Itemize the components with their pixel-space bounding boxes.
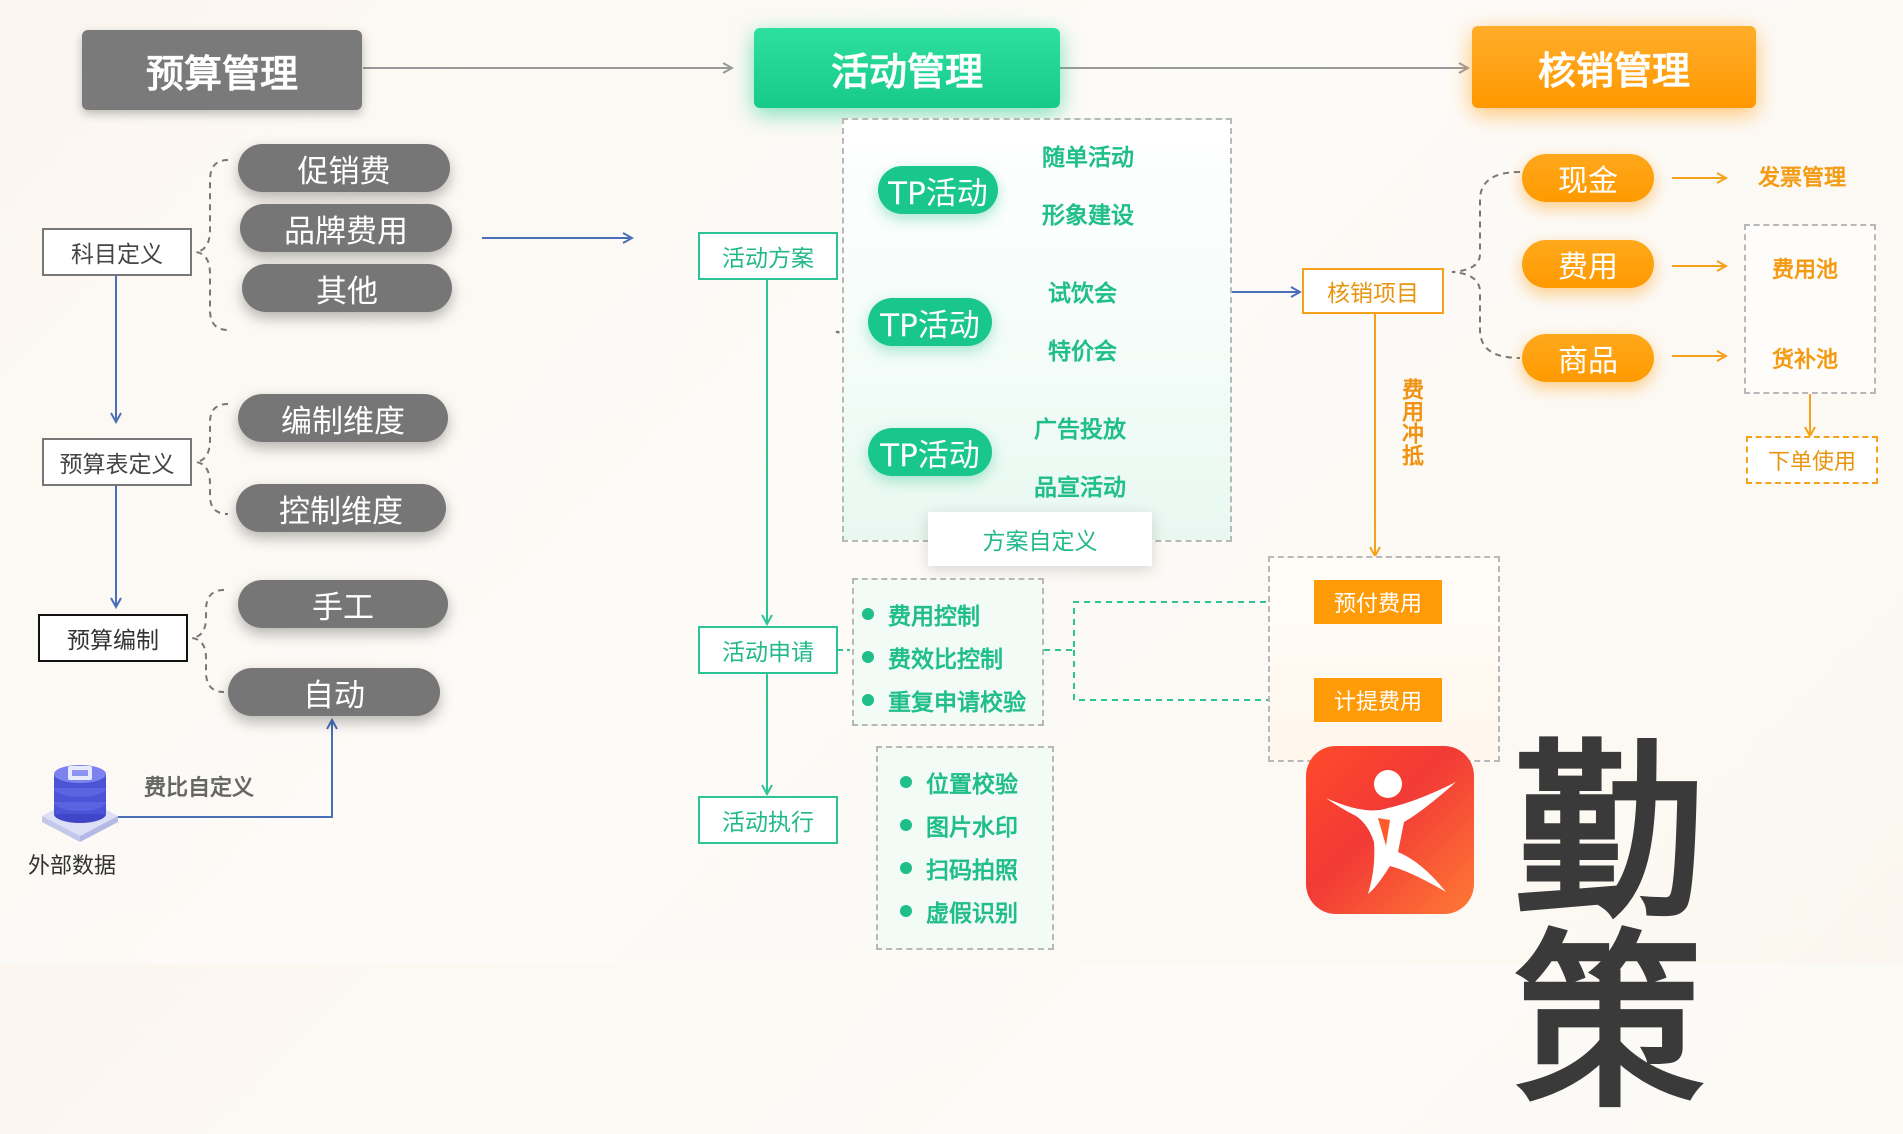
tp-item-order-activity: 随单活动 (1042, 145, 1134, 171)
activity-execute-box: 活动执行 (698, 796, 838, 844)
plan-custom-label: 方案自定义 (982, 529, 1098, 555)
activity-apply-box: 活动申请 (698, 626, 838, 674)
compile-item-label: 手工 (312, 589, 374, 626)
budget-compile-label: 预算编制 (67, 628, 159, 654)
budget-compile-box: 预算编制 (38, 614, 188, 662)
subject-item-label: 促销费 (297, 153, 391, 190)
writeoff-type-goods: 商品 (1522, 334, 1654, 382)
table-item-compile-dimension: 编制维度 (238, 394, 448, 442)
tp-activity-label: TP活动 (880, 307, 980, 344)
activity-plan-label: 活动方案 (722, 246, 814, 272)
bullet-dot-icon (900, 905, 912, 917)
table-item-label: 编制维度 (281, 403, 405, 440)
apply-checks-panel: 费用控制 费效比控制 重复申请校验 (852, 578, 1044, 726)
execute-check-label: 位置校验 (926, 772, 1018, 798)
activity-plan-box: 活动方案 (698, 232, 838, 280)
expense-pool-label: 费用池 (1772, 258, 1839, 283)
brand-name: 勤策 (1514, 721, 1715, 1134)
apply-check-label: 费效比控制 (888, 647, 1003, 673)
header-budget: 预算管理 (82, 30, 362, 110)
plan-custom-button[interactable]: 方案自定义 (928, 512, 1152, 566)
bullet-dot-icon (862, 694, 874, 706)
tp-item-brand-promo: 品宣活动 (1034, 475, 1126, 501)
execute-check-label: 图片水印 (926, 815, 1018, 841)
accrued-expense-label: 计提费用 (1333, 690, 1422, 715)
bullet-dot-icon (900, 862, 912, 874)
compile-item-auto: 自动 (228, 668, 440, 716)
writeoff-project-label: 核销项目 (1327, 281, 1419, 307)
apply-check-item: 费效比控制 (862, 639, 1042, 675)
tp-activity-pill-1: TP活动 (878, 166, 998, 214)
writeoff-type-cash: 现金 (1522, 154, 1654, 202)
bullet-dot-icon (862, 651, 874, 663)
tp-activity-pill-2: TP活动 (868, 298, 992, 346)
budget-table-definition-box: 预算表定义 (42, 438, 192, 486)
accrued-expense-tag: 计提费用 (1314, 678, 1442, 722)
subject-item-other: 其他 (242, 264, 452, 312)
database-icon (38, 752, 122, 844)
execute-checks-panel: 位置校验 图片水印 扫码拍照 虚假识别 (876, 746, 1054, 950)
compile-item-manual: 手工 (238, 580, 448, 628)
tp-activity-label: TP活动 (880, 437, 980, 474)
writeoff-project-box: 核销项目 (1302, 268, 1444, 314)
writeoff-type-label: 费用 (1558, 250, 1618, 285)
execute-check-item: 位置校验 (900, 764, 1052, 800)
apply-check-label: 费用控制 (888, 604, 980, 630)
pool-panel (1744, 224, 1876, 394)
subject-item-label: 其他 (316, 273, 378, 310)
header-activity: 活动管理 (754, 28, 1060, 108)
goods-pool-label: 货补池 (1772, 348, 1839, 373)
apply-check-item: 费用控制 (862, 596, 1042, 632)
prepaid-expense-label: 预付费用 (1333, 592, 1422, 617)
tp-item-ad-placement: 广告投放 (1034, 417, 1126, 443)
execute-check-item: 图片水印 (900, 807, 1052, 843)
offset-label: 费用冲抵 (1398, 378, 1423, 466)
table-item-label: 控制维度 (279, 493, 403, 530)
subject-item-brand: 品牌费用 (240, 204, 452, 252)
execute-check-item: 扫码拍照 (900, 850, 1052, 886)
table-item-control-dimension: 控制维度 (236, 484, 446, 532)
invoice-management-label: 发票管理 (1758, 166, 1847, 191)
activity-apply-label: 活动申请 (722, 640, 814, 666)
tp-activity-pill-3: TP活动 (868, 428, 992, 476)
header-budget-label: 预算管理 (145, 51, 298, 96)
writeoff-type-expense: 费用 (1522, 240, 1654, 288)
execute-check-item: 虚假识别 (900, 893, 1052, 929)
subject-item-promo: 促销费 (238, 144, 450, 192)
header-writeoff: 核销管理 (1472, 26, 1756, 108)
order-use-box: 下单使用 (1746, 436, 1878, 484)
prepaid-expense-tag: 预付费用 (1314, 580, 1442, 624)
apply-check-item: 重复申请校验 (862, 682, 1042, 718)
external-data-label: 外部数据 (28, 854, 117, 879)
subject-item-label: 品牌费用 (284, 213, 408, 250)
subject-definition-label: 科目定义 (71, 242, 163, 268)
bullet-dot-icon (862, 608, 874, 620)
header-writeoff-label: 核销管理 (1537, 48, 1690, 93)
tp-item-tasting: 试饮会 (1048, 281, 1117, 307)
apply-check-label: 重复申请校验 (888, 690, 1026, 716)
budget-table-definition-label: 预算表定义 (59, 452, 175, 478)
writeoff-type-label: 现金 (1558, 164, 1618, 199)
bullet-dot-icon (900, 819, 912, 831)
tp-item-image-building: 形象建设 (1042, 203, 1134, 229)
ratio-custom-label: 费比自定义 (144, 776, 255, 801)
writeoff-type-label: 商品 (1558, 344, 1618, 379)
bullet-dot-icon (900, 776, 912, 788)
compile-item-label: 自动 (303, 677, 365, 714)
execute-check-label: 虚假识别 (926, 901, 1018, 927)
header-activity-label: 活动管理 (830, 49, 983, 94)
tp-item-special-price: 特价会 (1048, 339, 1117, 365)
tp-activity-label: TP活动 (888, 175, 988, 212)
subject-definition-box: 科目定义 (42, 228, 192, 276)
activity-execute-label: 活动执行 (722, 810, 814, 836)
order-use-label: 下单使用 (1767, 450, 1856, 475)
execute-check-label: 扫码拍照 (926, 858, 1018, 884)
brand-logo-icon (1306, 746, 1474, 914)
